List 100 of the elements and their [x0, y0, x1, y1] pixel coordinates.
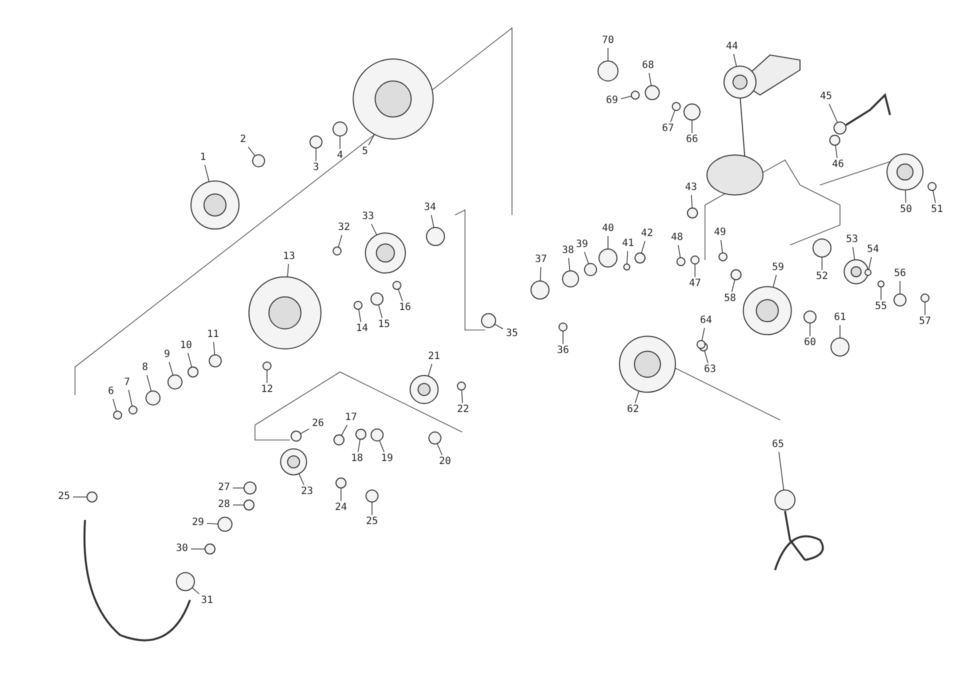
reel-part-drawing [86, 492, 98, 502]
reel-part-drawing [252, 154, 266, 168]
callout-number: 29 [190, 517, 206, 529]
callout-number: 45 [818, 91, 834, 103]
callout-number: 54 [865, 244, 881, 256]
callout-number: 60 [802, 337, 818, 349]
callout-number: 41 [620, 238, 636, 250]
reel-part-drawing [829, 134, 840, 146]
reel-part-drawing [686, 207, 698, 218]
callout-number: 63 [702, 364, 718, 376]
callout-number: 51 [929, 204, 945, 216]
reel-part-drawing [146, 390, 160, 406]
leader-line [298, 473, 304, 486]
leader-line [778, 452, 784, 490]
reel-part-drawing [410, 375, 439, 404]
leader-line [368, 134, 375, 146]
leader-line [190, 548, 206, 550]
reel-part-drawing [244, 500, 254, 510]
callout-number: 49 [712, 227, 728, 239]
leader-line [436, 443, 442, 456]
callout-number: 12 [259, 384, 275, 396]
callout-number: 39 [574, 239, 590, 251]
reel-part-drawing [332, 122, 348, 136]
callout-number: 11 [205, 329, 221, 341]
leader-line [232, 504, 244, 506]
leader-line [213, 342, 216, 356]
leader-line [868, 256, 872, 270]
leader-line [620, 96, 632, 100]
reel-part-drawing [370, 292, 384, 306]
callout-number: 36 [555, 345, 571, 357]
reel-part-drawing [730, 269, 742, 280]
callout-number: 6 [106, 386, 116, 398]
reel-part-drawing [248, 276, 322, 350]
reel-part-drawing [928, 182, 937, 192]
leader-line [568, 258, 570, 272]
reel-part-drawing [598, 60, 618, 82]
reel-part-drawing [364, 232, 406, 274]
reel-part-drawing [481, 313, 496, 328]
callout-number: 31 [199, 595, 215, 607]
callout-number: 46 [830, 159, 846, 171]
reel-part-drawing [176, 572, 195, 592]
reel-part-drawing [630, 90, 640, 100]
callout-number: 9 [162, 349, 172, 361]
reel-part-drawing [774, 490, 796, 510]
callout-number: 67 [660, 123, 676, 135]
callout-number: 52 [814, 271, 830, 283]
leader-line [188, 352, 192, 368]
reel-part-drawing [113, 410, 122, 420]
reel-part-drawing [217, 516, 232, 532]
leader-line [731, 279, 736, 292]
callout-number: 28 [216, 499, 232, 511]
reel-part-drawing [844, 259, 869, 284]
leader-line [300, 428, 310, 434]
callout-number: 50 [898, 204, 914, 216]
leader-line [358, 438, 360, 452]
leader-line [378, 304, 382, 318]
reel-part-drawing [244, 482, 256, 494]
reel-part-drawing [676, 257, 686, 266]
reel-part-drawing [530, 280, 550, 300]
callout-number: 61 [832, 312, 848, 324]
reel-part-drawing [333, 434, 344, 446]
reel-part-drawing [352, 58, 434, 140]
leader-line [678, 244, 681, 258]
callout-number: 8 [140, 362, 150, 374]
reel-part-drawing [742, 286, 792, 336]
reel-part-drawing [370, 428, 384, 442]
leader-line [720, 240, 723, 254]
leader-line [128, 390, 132, 406]
callout-number: 35 [504, 328, 520, 340]
leader-line [428, 364, 432, 376]
reel-part-drawing [392, 280, 402, 290]
leader-line [704, 350, 708, 364]
reel-part-drawing [834, 122, 846, 134]
leader-line [338, 234, 342, 248]
reel-part-drawing [878, 280, 884, 288]
reel-part-drawing [188, 366, 198, 378]
callout-number: 26 [310, 418, 326, 430]
leader-line [733, 54, 737, 67]
callout-number: 43 [683, 182, 699, 194]
callout-number: 69 [604, 95, 620, 107]
reel-part-drawing [290, 430, 302, 442]
callout-number: 33 [360, 211, 376, 223]
reel-part-drawing [190, 180, 240, 230]
callout-number: 20 [437, 456, 453, 468]
callout-number: 57 [917, 316, 933, 328]
reel-part-drawing [584, 263, 598, 276]
callout-number: 58 [722, 293, 738, 305]
leader-line [584, 252, 589, 264]
reel-part-drawing [558, 322, 568, 332]
reel-part-drawing [894, 294, 906, 306]
reel-part-drawing [644, 85, 660, 100]
reel-part-drawing [128, 406, 138, 414]
reel-part-drawing [562, 270, 580, 288]
callout-number: 1 [198, 152, 208, 164]
leader-line [641, 240, 646, 254]
callout-number: 24 [333, 502, 349, 514]
callout-number: 2 [238, 134, 248, 146]
leader-line [694, 264, 696, 278]
leader-line [835, 144, 838, 158]
callout-number: 37 [533, 254, 549, 266]
